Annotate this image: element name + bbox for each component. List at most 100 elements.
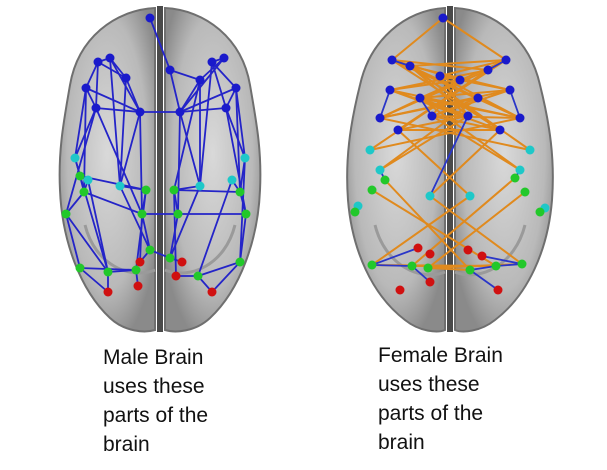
male-connection-line	[235, 87, 241, 193]
male-connection-line	[74, 87, 87, 159]
male-connection-line	[173, 189, 241, 193]
male-node	[193, 271, 203, 281]
male-node	[135, 107, 145, 117]
female-caption-line-2: uses these	[378, 373, 480, 396]
female-node	[365, 145, 375, 155]
female-inter-connection-line	[371, 195, 471, 266]
male-connection-line	[235, 87, 246, 159]
female-node	[463, 245, 473, 255]
male-connection-line	[119, 111, 141, 187]
male-node	[145, 13, 155, 23]
male-connection-line	[109, 57, 121, 187]
female-inter-connection-line	[431, 115, 521, 171]
male-connection-line	[65, 107, 97, 215]
male-node	[195, 75, 205, 85]
female-inter-connection-line	[391, 17, 444, 61]
male-connection-line	[95, 61, 99, 109]
female-node	[367, 185, 377, 195]
male-brain-caption: Male Brain uses these parts of the brain	[103, 343, 208, 459]
female-inter-connection-line	[431, 115, 501, 131]
male-connection-line	[173, 79, 201, 191]
male-connection-line	[65, 213, 109, 273]
male-node	[79, 187, 89, 197]
male-brain-panel	[58, 6, 262, 333]
male-node	[165, 253, 175, 263]
male-caption-line-1: Male Brain	[103, 346, 204, 369]
male-node	[195, 181, 205, 191]
female-node	[427, 111, 437, 121]
male-node	[169, 185, 179, 195]
male-node	[173, 209, 183, 219]
female-node	[425, 249, 435, 259]
female-node	[491, 261, 501, 271]
female-node	[473, 93, 483, 103]
male-connection-line	[211, 261, 241, 293]
male-node	[219, 53, 229, 63]
male-node	[115, 181, 125, 191]
male-connection-line	[97, 61, 127, 79]
male-caption-line-3: parts of the	[103, 404, 209, 427]
male-connection-line	[149, 17, 171, 71]
male-region-nodes	[61, 13, 251, 297]
female-node	[367, 260, 377, 270]
female-node	[493, 285, 503, 295]
female-node	[501, 55, 511, 65]
male-caption-line-4: brain	[103, 433, 150, 456]
male-connection-line	[83, 87, 87, 193]
female-intra-connection-line	[371, 247, 419, 266]
male-node	[131, 265, 141, 275]
male-node	[61, 209, 71, 219]
female-node	[515, 165, 525, 175]
male-caption-line-2: uses these	[103, 375, 205, 398]
female-node	[438, 13, 448, 23]
female-inter-connection-line	[391, 59, 521, 119]
female-caption-line-1: Female Brain	[378, 344, 503, 367]
male-connection-line	[65, 191, 85, 215]
male-connection-line	[239, 157, 246, 263]
male-node	[241, 209, 251, 219]
male-node	[121, 73, 131, 83]
male-node	[207, 287, 217, 297]
male-connection-line	[87, 179, 109, 273]
female-node	[455, 75, 465, 85]
female-inter-connection-line	[439, 75, 511, 91]
male-connection-line	[79, 267, 109, 293]
female-node	[465, 191, 475, 201]
female-inter-connection-line	[371, 189, 497, 267]
male-connection-line	[141, 213, 151, 251]
female-node	[510, 173, 520, 183]
male-node	[83, 175, 93, 185]
male-node	[177, 257, 187, 267]
female-caption-line-3: parts of the	[378, 402, 484, 425]
male-connection-line	[169, 69, 201, 81]
male-node	[141, 185, 151, 195]
male-node	[105, 53, 115, 63]
female-inter-connection-line	[379, 89, 511, 119]
female-node	[375, 165, 385, 175]
female-node	[395, 285, 405, 295]
male-node	[175, 107, 185, 117]
female-node	[407, 261, 417, 271]
female-inter-connection-line	[397, 115, 469, 131]
male-connection-line	[95, 107, 141, 113]
male-node	[145, 245, 155, 255]
male-node	[70, 153, 80, 163]
male-cerebellum-shadow	[83, 224, 237, 275]
female-inter-connection-line	[397, 69, 489, 131]
male-connection-line	[179, 111, 201, 187]
female-node	[515, 113, 525, 123]
female-inter-connection-line	[439, 75, 469, 117]
male-connection-line	[139, 213, 143, 263]
male-node	[93, 57, 103, 67]
female-inter-connection-line	[369, 117, 521, 151]
female-inter-connection-line	[409, 65, 501, 131]
female-node	[463, 111, 473, 121]
female-node	[385, 85, 395, 95]
male-connection-line	[225, 107, 246, 159]
female-node	[350, 207, 360, 217]
female-node	[517, 259, 527, 269]
male-connection-line	[95, 107, 143, 215]
female-node	[387, 55, 397, 65]
female-node	[525, 145, 535, 155]
female-node	[393, 125, 403, 135]
